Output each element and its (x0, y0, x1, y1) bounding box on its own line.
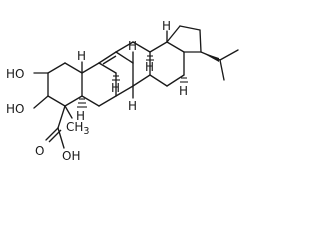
hydroxyl-label-c3: HO (6, 102, 24, 116)
c14-methyl-label: H (128, 99, 137, 113)
h-c13-hash (146, 55, 154, 61)
ring-f-bonds (166, 25, 202, 53)
ring-a-bonds (47, 62, 83, 107)
chemical-structure: HO HO O OH CH3 H H H H H H H H (6, 19, 239, 163)
c10-methyl-label: H (77, 49, 86, 63)
h-c5-label: H (76, 109, 85, 123)
isopropyl-wedge (201, 52, 219, 62)
h-c5-hash (77, 98, 87, 108)
hydroxyl-label-c2: HO (6, 67, 24, 81)
c4-methyl-label: CH3 (66, 120, 89, 137)
ring-e-bonds (149, 41, 185, 87)
c17-methyl-label: H (162, 19, 171, 33)
hydroxyl-bonds (33, 72, 49, 109)
h-c18-label: H (179, 84, 188, 98)
h-c9-label: H (111, 81, 120, 95)
carboxyl-hydroxyl-label: OH (62, 149, 80, 163)
c8-methyl-label: H (128, 39, 137, 53)
h-c18-hash (180, 77, 188, 83)
carboxyl-group (45, 105, 66, 149)
c4-methyl-bond (64, 105, 73, 119)
carbonyl-oxygen-label: O (35, 144, 44, 158)
h-c13-label: H (145, 60, 154, 74)
structure-canvas: HO HO O OH CH3 H H H H H H H H (6, 19, 239, 163)
h-c9-hash (112, 75, 120, 81)
ring-b-bonds (81, 62, 117, 107)
ring-d-bonds (115, 41, 151, 87)
ring-c-bonds (98, 51, 134, 97)
